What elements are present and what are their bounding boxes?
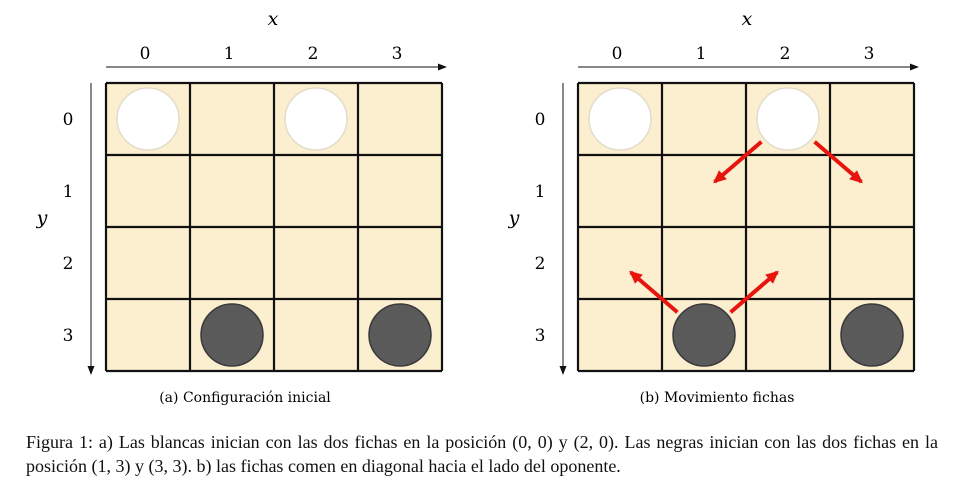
panel-a-y-tick: 3 bbox=[63, 326, 74, 346]
panel-b-x-tick: 0 bbox=[612, 44, 623, 64]
panel-a-y-axis-label: y bbox=[36, 207, 48, 229]
panel-b: 0 1 2 3 0 1 2 3 x y (b) Movimiento fichas bbox=[508, 8, 919, 406]
panel-a-white-piece bbox=[284, 87, 348, 151]
figure-caption: Figura 1: a) Las blancas inician con las… bbox=[26, 432, 938, 476]
panel-a-x-tick: 1 bbox=[224, 44, 235, 64]
panel-a-x-tick: 3 bbox=[392, 44, 403, 64]
panel-a-y-tick: 1 bbox=[63, 182, 74, 202]
panel-b-x-axis-label: x bbox=[742, 8, 753, 30]
panel-b-x-tick: 1 bbox=[696, 44, 707, 64]
panel-b-white-piece bbox=[756, 87, 820, 151]
panel-b-board: 0 1 2 3 0 1 2 3 bbox=[535, 44, 919, 375]
panel-a: 0 1 2 3 0 1 2 3 x y (a) Configuración inicial bbox=[36, 8, 447, 406]
panel-b-move-arrow bbox=[629, 270, 679, 314]
panel-b-y-tick: 2 bbox=[535, 254, 546, 274]
panel-a-board: 0 1 2 3 0 1 2 3 bbox=[63, 44, 447, 375]
panel-b-x-tick: 3 bbox=[864, 44, 875, 64]
panel-a-y-tick: 2 bbox=[63, 254, 74, 274]
panel-b-y-tick: 1 bbox=[535, 182, 546, 202]
panel-b-y-tick: 3 bbox=[535, 326, 546, 346]
panel-a-x-tick: 0 bbox=[140, 44, 151, 64]
panel-b-black-piece bbox=[840, 303, 904, 367]
panel-b-white-piece bbox=[588, 87, 652, 151]
panel-a-caption: (a) Configuración inicial bbox=[159, 390, 331, 406]
panel-a-x-tick: 2 bbox=[308, 44, 319, 64]
panel-b-y-axis-label: y bbox=[508, 207, 520, 229]
panel-a-y-tick: 0 bbox=[63, 110, 74, 130]
panel-b-move-arrow bbox=[729, 270, 779, 314]
panel-b-move-arrow bbox=[713, 140, 763, 184]
panel-b-x-tick: 2 bbox=[780, 44, 791, 64]
panel-b-move-arrow bbox=[813, 140, 863, 184]
panel-a-black-piece bbox=[368, 303, 432, 367]
panel-a-x-axis-label: x bbox=[268, 8, 279, 30]
panel-a-black-piece bbox=[200, 303, 264, 367]
panel-a-white-piece bbox=[116, 87, 180, 151]
panel-b-black-piece bbox=[672, 303, 736, 367]
panel-b-y-tick: 0 bbox=[535, 110, 546, 130]
figure-canvas: 0 1 2 3 0 1 2 3 x y (a) Configuración inicial 0… bbox=[36, 8, 919, 406]
panel-b-caption: (b) Movimiento fichas bbox=[640, 390, 795, 406]
